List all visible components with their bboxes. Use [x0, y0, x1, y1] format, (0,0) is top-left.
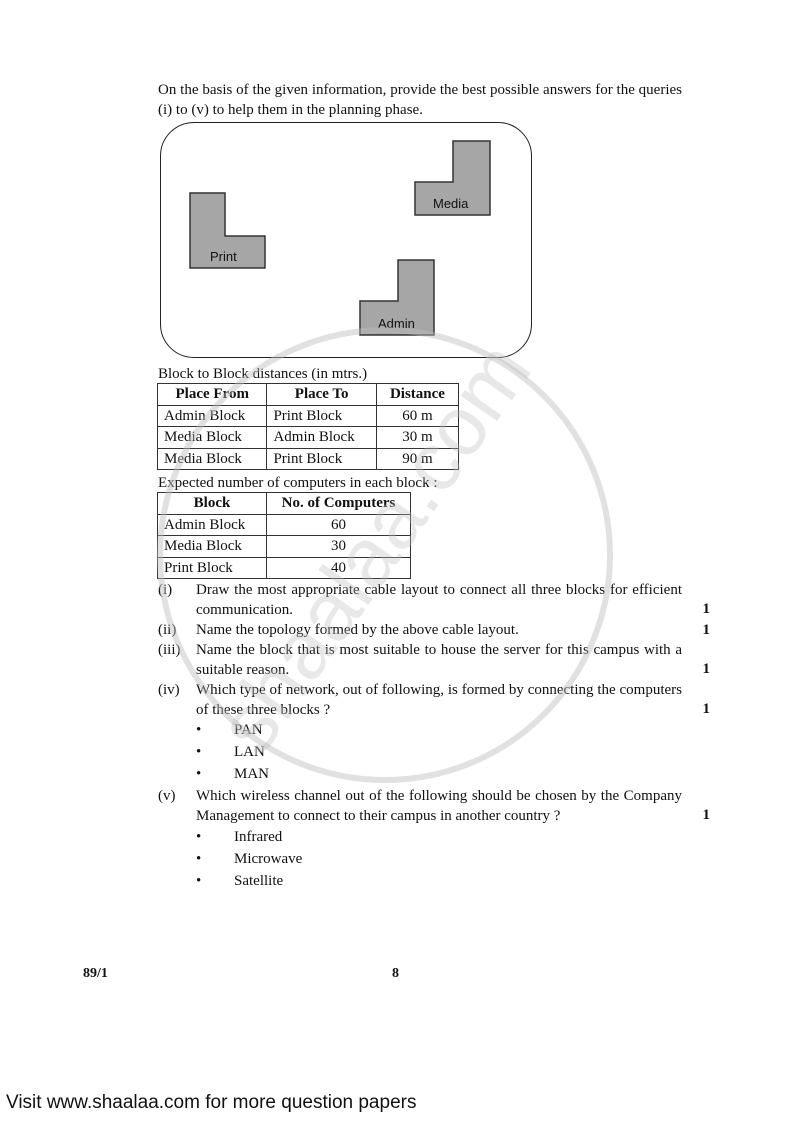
table-row: Admin Block 60	[157, 513, 411, 536]
table-cell: 60	[266, 513, 411, 536]
table-cell: Print Block	[266, 447, 377, 470]
question-marks: 1	[702, 701, 711, 717]
option-text: LAN	[234, 744, 265, 760]
option-text: MAN	[234, 766, 270, 782]
table-header: Place From	[156, 383, 268, 406]
table-cell: 90 m	[375, 447, 460, 470]
question-text: Name the topology formed by the above ca…	[196, 622, 519, 638]
page-number: 8	[392, 966, 399, 981]
intro-paragraph: On the basis of the given information, p…	[158, 82, 682, 118]
question-number: (iii)	[158, 642, 181, 658]
computers-caption: Expected number of computers in each blo…	[158, 475, 438, 491]
question-text: Name the block that is most suitable to …	[196, 642, 682, 678]
admin-block-label: Admin	[378, 316, 415, 331]
table-cell: 40	[266, 556, 411, 579]
table-header-row: Block No. of Computers	[157, 492, 411, 515]
question-marks: 1	[702, 622, 711, 638]
question-number: (iv)	[158, 682, 180, 698]
print-block-label: Print	[210, 249, 237, 264]
table-cell: Admin Block	[156, 404, 268, 427]
table-cell: Print Block	[266, 404, 377, 427]
bullet-icon: •	[196, 744, 202, 760]
table-cell: 60 m	[375, 404, 460, 427]
table-header: Place To	[266, 383, 377, 406]
question-number: (ii)	[158, 622, 177, 638]
bullet-icon: •	[196, 829, 202, 845]
table-header: Block	[157, 492, 267, 515]
table-row: Media Block Admin Block 30 m	[156, 426, 460, 449]
question-number: (i)	[158, 582, 173, 598]
bullet-icon: •	[196, 851, 202, 867]
bullet-icon: •	[196, 873, 202, 889]
site-banner: Visit www.shaalaa.com for more question …	[6, 1092, 417, 1113]
paper-code: 89/1	[83, 966, 108, 981]
bullet-icon: •	[196, 722, 202, 738]
table-row: Media Block Print Block 90 m	[156, 447, 460, 470]
table-cell: Media Block	[156, 447, 268, 470]
question-marks: 1	[702, 661, 711, 677]
question-number: (v)	[158, 788, 176, 804]
table-cell: Media Block	[156, 426, 268, 449]
table-cell: Print Block	[157, 556, 267, 579]
table-cell: 30 m	[375, 426, 460, 449]
table-header: Distance	[375, 383, 460, 406]
table-header: No. of Computers	[266, 492, 411, 515]
distance-caption: Block to Block distances (in mtrs.)	[158, 366, 368, 382]
table-row: Print Block 40	[157, 556, 411, 579]
print-block-shape	[189, 192, 266, 269]
campus-svg: Print Media Admin	[189, 140, 491, 336]
question-marks: 1	[702, 601, 711, 617]
media-block-shape	[414, 140, 491, 216]
table-header-row: Place From Place To Distance	[156, 383, 460, 406]
bullet-icon: •	[196, 766, 202, 782]
question-text: Which wireless channel out of the follow…	[196, 788, 682, 824]
admin-block-shape	[359, 259, 435, 336]
table-cell: Admin Block	[266, 426, 377, 449]
distance-table: Place From Place To Distance Admin Block…	[156, 383, 460, 470]
media-block-label: Media	[433, 196, 469, 211]
table-cell: Media Block	[157, 535, 267, 558]
option-text: Microwave	[234, 851, 303, 867]
option-text: Infrared	[234, 829, 283, 845]
computers-table: Block No. of Computers Admin Block 60 Me…	[157, 492, 411, 579]
question-text: Which type of network, out of following,…	[196, 682, 682, 718]
table-row: Admin Block Print Block 60 m	[156, 404, 460, 427]
campus-diagram: Print Media Admin	[160, 122, 532, 358]
table-row: Media Block 30	[157, 535, 411, 558]
option-text: Satellite	[234, 873, 284, 889]
table-cell: Admin Block	[157, 513, 267, 536]
question-text: Draw the most appropriate cable layout t…	[196, 582, 682, 618]
question-marks: 1	[702, 807, 711, 823]
option-text: PAN	[234, 722, 263, 738]
table-cell: 30	[266, 535, 411, 558]
